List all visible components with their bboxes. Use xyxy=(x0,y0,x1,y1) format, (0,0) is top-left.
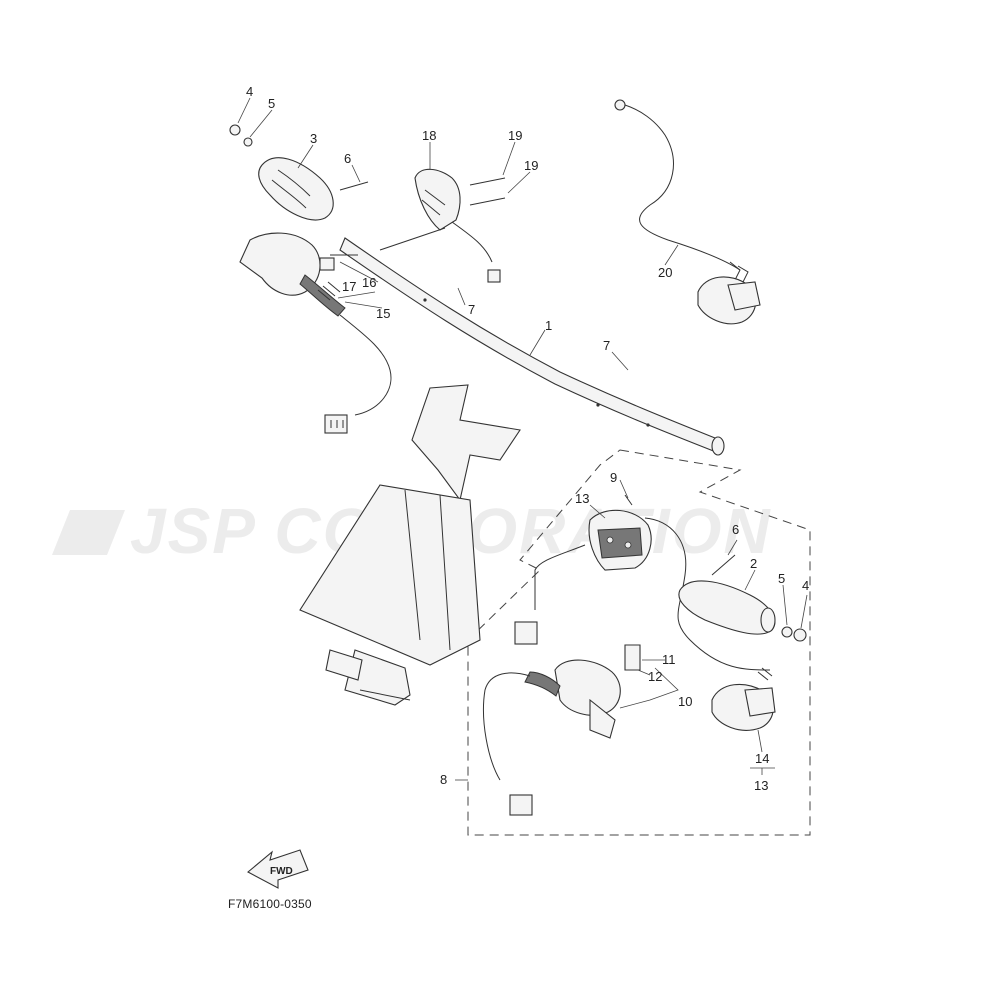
callout-15: 15 xyxy=(376,306,390,321)
left-grip xyxy=(229,124,369,221)
callout-12: 12 xyxy=(648,669,662,684)
callout-18: 18 xyxy=(422,128,436,143)
callout-4: 4 xyxy=(246,84,253,99)
callout-11: 11 xyxy=(662,652,676,667)
callout-20: 20 xyxy=(658,265,672,280)
callout-13: 13 xyxy=(754,778,768,793)
callout-10: 10 xyxy=(678,694,692,709)
callout-19: 19 xyxy=(508,128,522,143)
callout-3: 3 xyxy=(310,131,317,146)
watermark-logo-bar-2 xyxy=(82,510,125,555)
callout-19: 19 xyxy=(524,158,538,173)
callout-16: 16 xyxy=(362,275,376,290)
callout-13: 13 xyxy=(575,491,589,506)
callout-17: 17 xyxy=(342,279,356,294)
diagram-code: F7M6100-0350 xyxy=(228,897,312,911)
callout-4: 4 xyxy=(802,578,809,593)
callout-7: 7 xyxy=(603,338,610,353)
callout-8: 8 xyxy=(440,772,447,787)
callout-7: 7 xyxy=(468,302,475,317)
callout-5: 5 xyxy=(268,96,275,111)
upper-switch-box xyxy=(379,168,506,283)
callout-6: 6 xyxy=(732,522,739,537)
callout-6: 6 xyxy=(344,151,351,166)
fwd-arrow-icon: FWD xyxy=(247,849,309,889)
leader-lines xyxy=(237,97,808,781)
throttle-housing xyxy=(482,644,641,816)
lanyard-clip xyxy=(711,667,776,731)
right-control-box xyxy=(514,494,771,671)
left-switch-housing xyxy=(239,232,392,434)
callout-labels: 4 5 3 6 18 19 19 16 17 15 7 1 7 20 9 13 … xyxy=(246,84,809,793)
right-grip xyxy=(678,554,807,642)
assembly-8-boundary xyxy=(467,449,811,836)
callout-14: 14 xyxy=(755,751,769,766)
fwd-label: FWD xyxy=(270,866,293,877)
handlebar-tube xyxy=(339,237,725,456)
callout-9: 9 xyxy=(610,470,617,485)
steering-column xyxy=(299,384,521,706)
lanyard-cord xyxy=(614,99,761,325)
callout-1: 1 xyxy=(545,318,552,333)
callout-5: 5 xyxy=(778,571,785,586)
callout-2: 2 xyxy=(750,556,757,571)
